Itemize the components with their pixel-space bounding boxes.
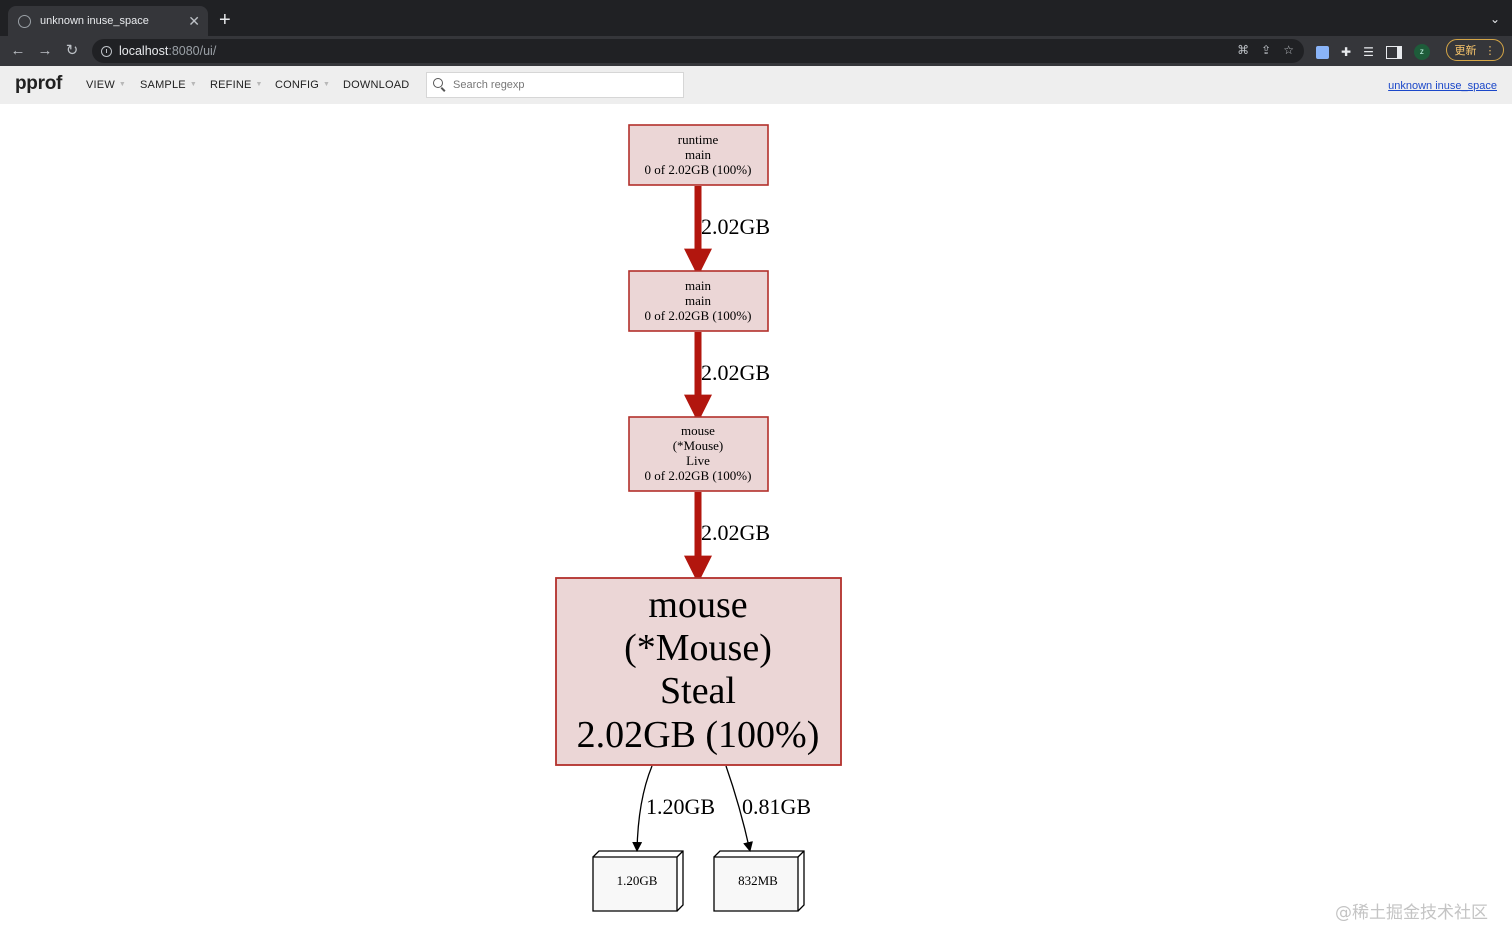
- node-label-line: main: [685, 147, 711, 162]
- node-label-line: (*Mouse): [673, 438, 724, 453]
- address-bar[interactable]: localhost:8080/ui/ ⌘ ⇪ ☆: [92, 39, 1304, 63]
- edge-label: 2.02GB: [701, 214, 770, 239]
- edge-steal-to-leaf2[interactable]: [725, 765, 753, 852]
- node-label-line: mouse: [681, 423, 715, 438]
- profile-title-link[interactable]: unknown inuse_space: [1388, 80, 1497, 92]
- pprof-header: pprof VIEW▼ SAMPLE▼ REFINE▼ CONFIG▼ DOWN…: [0, 66, 1512, 104]
- pprof-logo[interactable]: pprof: [15, 73, 63, 94]
- node-label-line: 832MB: [738, 873, 778, 888]
- caret-down-icon: ▼: [118, 81, 127, 88]
- menu-refine[interactable]: REFINE▼: [210, 79, 263, 91]
- back-arrow-icon[interactable]: ←: [10, 42, 26, 59]
- site-info-icon[interactable]: [101, 45, 112, 57]
- edge-label: 2.02GB: [701, 360, 770, 385]
- node-label-line: Steal: [660, 670, 736, 712]
- more-menu-icon: ⋮: [1484, 44, 1496, 57]
- new-tab-button[interactable]: +: [219, 9, 231, 31]
- browser-toolbar: ← → ↻ localhost:8080/ui/ ⌘ ⇪ ☆ ✚ ☰ z 更新 …: [0, 36, 1512, 66]
- edge-label: 0.81GB: [742, 794, 811, 819]
- search-icon: [433, 78, 447, 92]
- tab-close-icon[interactable]: ✕: [188, 13, 200, 29]
- side-panel-icon[interactable]: [1385, 45, 1402, 59]
- menu-view[interactable]: VIEW▼: [86, 79, 127, 91]
- forward-arrow-icon[interactable]: →: [37, 42, 53, 59]
- menu-sample[interactable]: SAMPLE▼: [140, 79, 197, 91]
- reading-list-icon[interactable]: ☰: [1363, 45, 1374, 59]
- node-label-line: 0 of 2.02GB (100%): [645, 468, 752, 483]
- call-graph-svg: 2.02GB 2.02GB 2.02GB 1.20GB 0.81GB runti…: [555, 124, 842, 912]
- node-label-line: mouse: [648, 584, 747, 626]
- node-label-line: 1.20GB: [617, 873, 658, 888]
- node-label-line: main: [685, 293, 711, 308]
- edge-label: 1.20GB: [646, 794, 715, 819]
- node-label-line: 0 of 2.02GB (100%): [645, 162, 752, 177]
- node-label-line: runtime: [678, 132, 719, 147]
- extension-icon[interactable]: [1316, 45, 1329, 59]
- node-main-main[interactable]: main main 0 of 2.02GB (100%): [628, 270, 769, 332]
- edge-label: 2.02GB: [701, 520, 770, 545]
- node-label-line: Live: [686, 453, 710, 468]
- browser-tab-bar: unknown inuse_space ✕ + ⌄: [0, 0, 1512, 36]
- share-icon[interactable]: ⇪: [1261, 43, 1272, 57]
- globe-icon: [18, 14, 31, 28]
- profile-avatar[interactable]: z: [1413, 44, 1430, 60]
- browser-tab[interactable]: unknown inuse_space ✕: [8, 6, 208, 36]
- caret-down-icon: ▼: [322, 81, 331, 88]
- search-box[interactable]: [426, 72, 684, 98]
- puzzle-extensions-icon[interactable]: ✚: [1341, 45, 1352, 59]
- call-graph: 2.02GB 2.02GB 2.02GB 1.20GB 0.81GB runti…: [0, 104, 1512, 945]
- reload-icon[interactable]: ↻: [65, 42, 79, 59]
- bookmark-star-icon[interactable]: ☆: [1283, 43, 1294, 57]
- node-leaf-1-20gb[interactable]: 1.20GB: [592, 850, 684, 912]
- update-label: 更新: [1454, 45, 1477, 57]
- tab-search-chevron-icon[interactable]: ⌄: [1489, 12, 1500, 26]
- node-label-line: 2.02GB (100%): [577, 714, 820, 756]
- menu-config[interactable]: CONFIG▼: [275, 79, 331, 91]
- url-text[interactable]: localhost:8080/ui/: [119, 44, 217, 58]
- node-leaf-832mb[interactable]: 832MB: [713, 850, 805, 912]
- caret-down-icon: ▼: [255, 81, 263, 88]
- node-label-line: main: [685, 278, 711, 293]
- menu-download[interactable]: DOWNLOAD: [343, 79, 410, 91]
- tab-title: unknown inuse_space: [40, 15, 149, 27]
- edge-steal-to-leaf1[interactable]: [632, 765, 653, 852]
- node-label-line: (*Mouse): [624, 627, 772, 669]
- search-input[interactable]: [451, 78, 675, 92]
- node-label-line: 0 of 2.02GB (100%): [645, 308, 752, 323]
- node-mouse-steal[interactable]: mouse (*Mouse) Steal 2.02GB (100%): [555, 577, 842, 766]
- translate-icon[interactable]: ⌘: [1237, 43, 1250, 57]
- caret-down-icon: ▼: [189, 81, 197, 88]
- node-mouse-live[interactable]: mouse (*Mouse) Live 0 of 2.02GB (100%): [628, 416, 769, 492]
- node-runtime-main[interactable]: runtime main 0 of 2.02GB (100%): [628, 124, 769, 186]
- update-button[interactable]: 更新 ⋮: [1446, 39, 1504, 61]
- watermark: @稀土掘金技术社区: [1335, 903, 1488, 923]
